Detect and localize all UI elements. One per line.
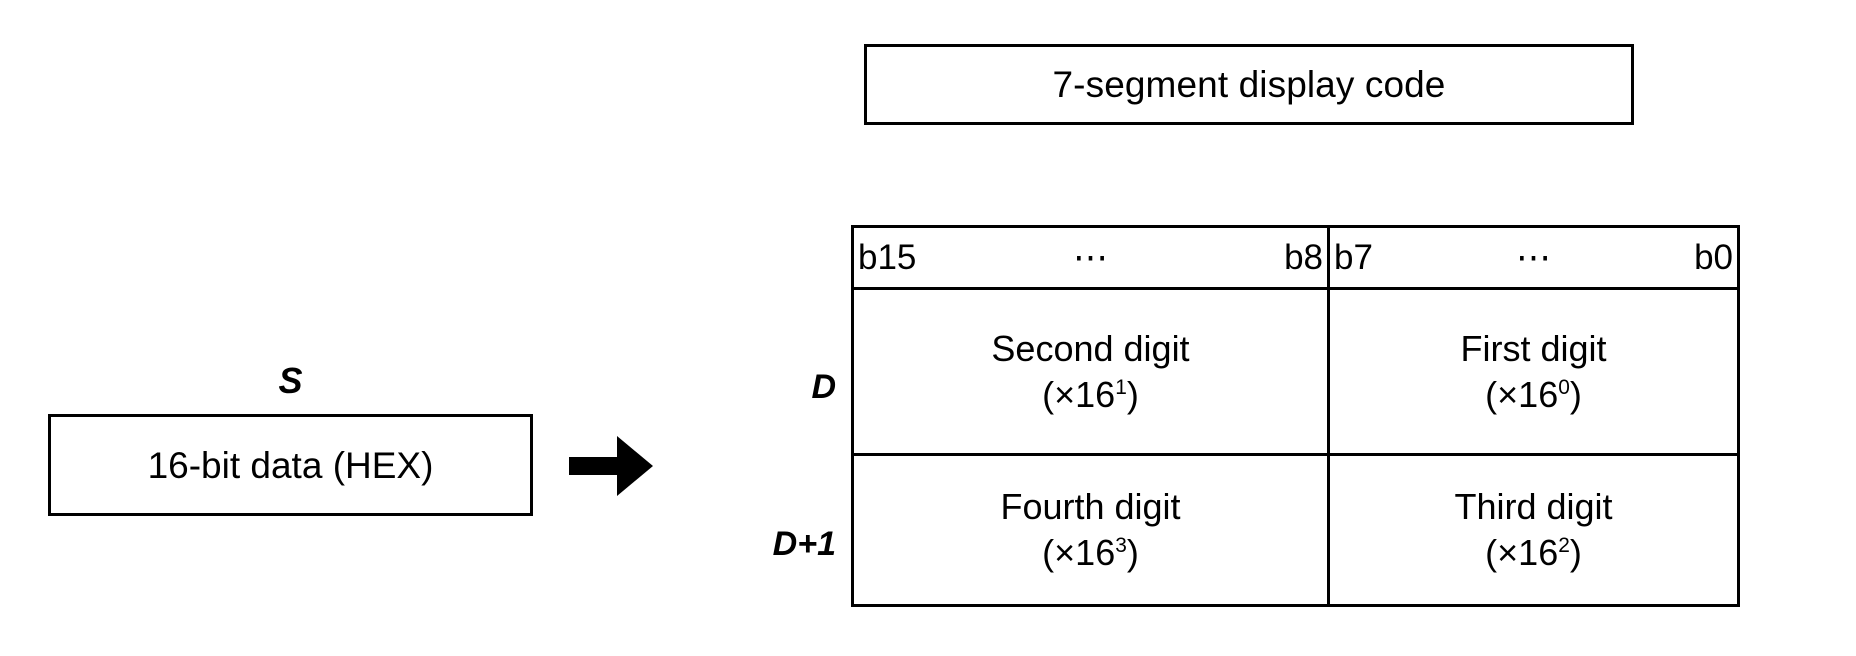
bit-range-cell-high: b15 ⋯ b8	[854, 228, 1330, 288]
bit-range-ellipsis-low: ⋯	[1516, 238, 1551, 278]
fourth-digit-weight-exponent: 3	[1115, 534, 1127, 558]
third-digit-name: Third digit	[1454, 486, 1613, 528]
fourth-digit-weight: (×163)	[1000, 530, 1180, 576]
fourth-digit-weight-suffix: )	[1126, 532, 1139, 574]
cell-third-digit: Third digit (×162)	[1330, 456, 1737, 604]
bit-range-ellipsis-high: ⋯	[1073, 238, 1108, 278]
third-digit-weight-prefix: (×16	[1485, 532, 1559, 574]
cell-fourth-digit: Fourth digit (×163)	[854, 456, 1330, 604]
fourth-digit-name: Fourth digit	[1000, 486, 1181, 528]
table-row-register-d-plus-1: Fourth digit (×163) Third digit (×162)	[854, 456, 1737, 604]
register-label-d: D	[811, 368, 836, 406]
second-digit-weight: (×161)	[991, 372, 1189, 418]
bit-range-cell-low: b7 ⋯ b0	[1330, 228, 1737, 287]
first-digit-weight-suffix: )	[1569, 373, 1582, 415]
first-digit-weight-prefix: (×16	[1485, 373, 1559, 415]
third-digit-weight: (×162)	[1454, 530, 1612, 576]
second-digit-weight-suffix: )	[1126, 373, 1139, 415]
cell-second-digit: Second digit (×161)	[854, 290, 1330, 454]
second-digit-name: Second digit	[991, 327, 1190, 369]
table-row-register-d: Second digit (×161) First digit (×160)	[854, 290, 1737, 457]
first-digit-weight: (×160)	[1460, 372, 1606, 418]
bit-label-b7: b7	[1334, 238, 1373, 278]
bit-label-b0: b0	[1694, 238, 1733, 278]
register-label-d-plus-1: D+1	[772, 525, 836, 563]
first-digit-name: First digit	[1460, 327, 1607, 369]
second-digit-weight-prefix: (×16	[1042, 373, 1116, 415]
seven-segment-code-title-label: 7-segment display code	[1052, 64, 1446, 105]
third-digit-weight-exponent: 2	[1558, 534, 1570, 558]
destination-register-table: b15 ⋯ b8 b7 ⋯ b0 Second digit (×161)	[851, 225, 1740, 607]
right-arrow-icon	[565, 428, 657, 504]
source-data-label: 16-bit data (HEX)	[147, 444, 434, 486]
second-digit-weight-exponent: 1	[1115, 375, 1127, 399]
first-digit-weight-exponent: 0	[1558, 375, 1570, 399]
fourth-digit-weight-prefix: (×16	[1042, 532, 1116, 574]
source-operand-label: S	[278, 360, 303, 401]
bit-label-b8: b8	[1284, 238, 1323, 278]
source-data-box: 16-bit data (HEX)	[48, 414, 533, 516]
seven-segment-code-title-box: 7-segment display code	[864, 44, 1634, 125]
cell-first-digit: First digit (×160)	[1330, 290, 1737, 453]
third-digit-weight-suffix: )	[1569, 532, 1582, 574]
table-row-bit-ranges: b15 ⋯ b8 b7 ⋯ b0	[854, 228, 1737, 291]
bit-label-b15: b15	[858, 238, 917, 278]
